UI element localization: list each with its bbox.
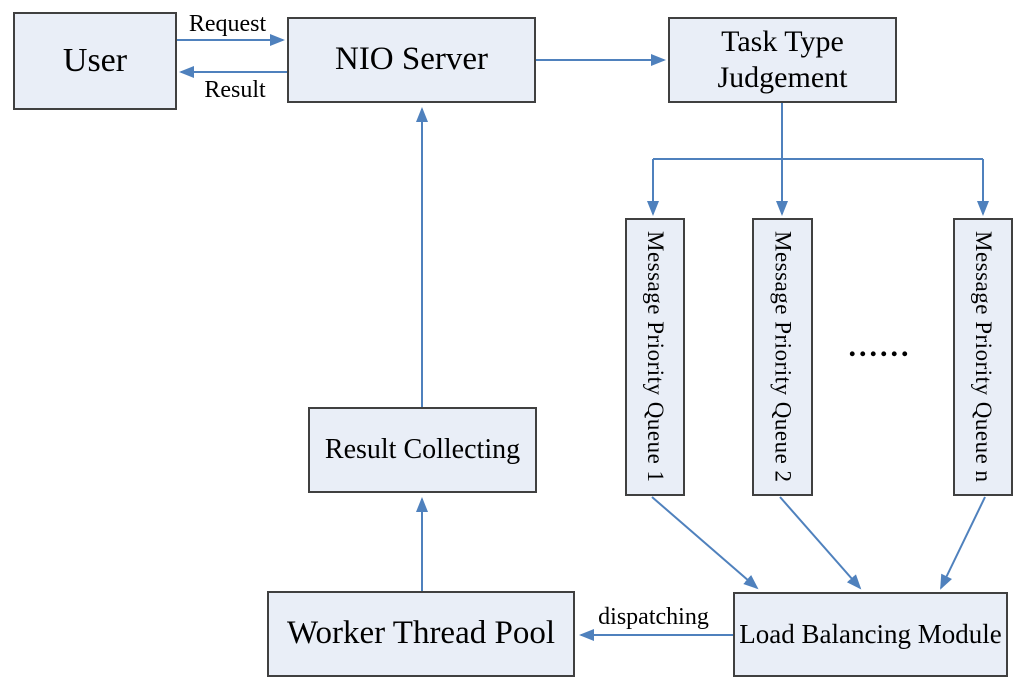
node-task-type-judgement: Task Type Judgement bbox=[668, 17, 897, 103]
edge-queuen-to-lbm bbox=[940, 496, 986, 590]
edge-queue2-to-lbm bbox=[779, 496, 862, 590]
edge-label-request: Request bbox=[188, 11, 267, 37]
node-message-priority-queue-n: Message Priority Queue n bbox=[953, 218, 1013, 496]
node-message-priority-queue-1: Message Priority Queue 1 bbox=[625, 218, 685, 496]
node-nio-server: NIO Server bbox=[287, 17, 536, 103]
node-nio-server-label: NIO Server bbox=[334, 41, 489, 78]
node-user: User bbox=[13, 12, 177, 110]
queues-ellipsis: ...... bbox=[848, 330, 912, 363]
node-worker-thread-pool: Worker Thread Pool bbox=[267, 591, 575, 677]
node-result-collecting-label: Result Collecting bbox=[324, 434, 521, 466]
node-load-balancing-module-label: Load Balancing Module bbox=[739, 619, 1002, 650]
node-worker-thread-pool-label: Worker Thread Pool bbox=[287, 615, 555, 652]
edge-label-dispatching: dispatching bbox=[598, 604, 709, 630]
node-load-balancing-module: Load Balancing Module bbox=[733, 592, 1008, 677]
node-message-priority-queue-2: Message Priority Queue 2 bbox=[752, 218, 813, 496]
node-message-priority-queue-1-label: Message Priority Queue 1 bbox=[642, 231, 668, 483]
edge-label-result: Result bbox=[204, 77, 266, 103]
node-message-priority-queue-n-label: Message Priority Queue n bbox=[970, 231, 996, 483]
edge-queue1-to-lbm bbox=[651, 496, 759, 590]
node-result-collecting: Result Collecting bbox=[308, 407, 537, 493]
node-task-type-judgement-label: Task Type Judgement bbox=[717, 25, 848, 94]
node-message-priority-queue-2-label: Message Priority Queue 2 bbox=[770, 231, 796, 483]
node-user-label: User bbox=[62, 41, 128, 79]
